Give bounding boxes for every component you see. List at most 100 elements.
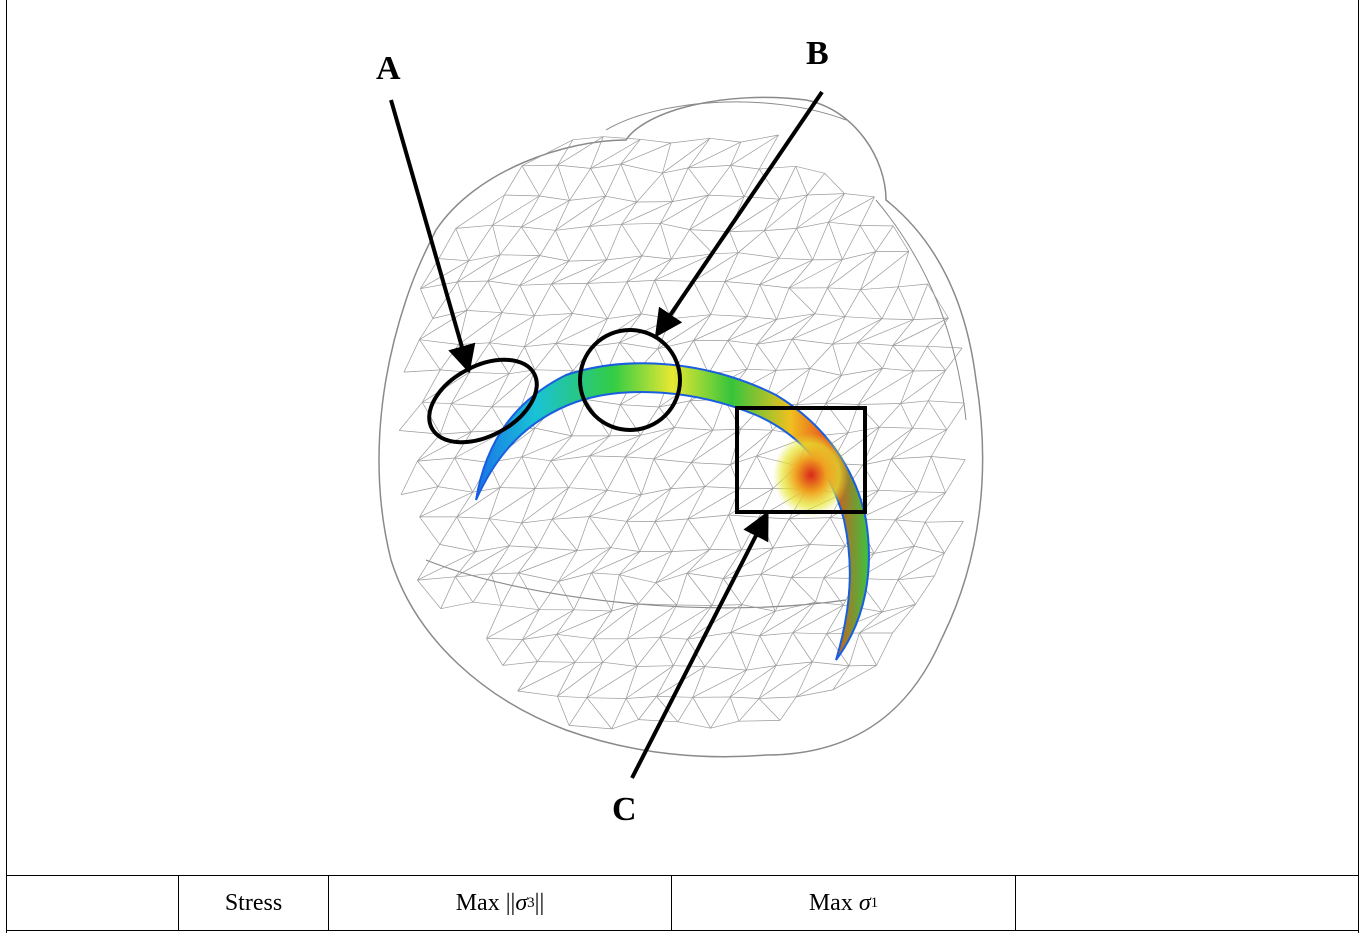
mesh-edge — [900, 370, 946, 404]
mesh-edge — [625, 427, 675, 458]
mesh-edge — [491, 545, 510, 574]
mesh-edge — [672, 167, 689, 202]
mesh-edge — [746, 665, 777, 671]
mesh-edge — [827, 287, 861, 291]
mesh-edge — [568, 226, 590, 262]
mesh-edge — [916, 491, 946, 493]
mesh-edge — [897, 545, 915, 580]
max-sigma1-prefix: Max — [808, 889, 853, 916]
mesh-edge — [654, 488, 672, 522]
mesh-edge — [521, 456, 536, 489]
mesh-edge — [591, 572, 620, 576]
mesh-edge — [828, 196, 875, 223]
mesh-edge — [524, 343, 557, 348]
callout-a-label: A — [376, 50, 401, 87]
mesh-edge — [892, 345, 928, 347]
mesh-stress-figure: A B C — [376, 35, 984, 828]
mesh-edge — [438, 228, 457, 259]
mesh-edge — [796, 689, 833, 698]
mesh-edge — [791, 545, 846, 578]
mesh-edge — [927, 346, 946, 371]
mesh-edge — [807, 193, 845, 196]
mesh-edge — [539, 164, 559, 197]
mesh-edge — [792, 601, 816, 634]
mesh-edge — [535, 487, 569, 489]
mesh-edge — [641, 255, 672, 260]
mesh-edge — [688, 141, 741, 169]
mesh-edge — [417, 460, 439, 487]
mesh-edge — [556, 634, 576, 663]
mesh-edge — [677, 721, 711, 729]
mesh-edge — [534, 343, 557, 371]
mesh-edge — [689, 229, 714, 255]
mesh-edge — [832, 318, 883, 345]
mesh-edge — [555, 343, 574, 371]
mesh-edge — [676, 572, 688, 606]
mesh-edge — [772, 544, 810, 549]
mesh-edge — [775, 601, 816, 612]
mesh-edge — [859, 611, 883, 634]
mesh-edge — [439, 544, 476, 552]
mesh-edge — [760, 547, 774, 575]
mesh-edge — [624, 435, 641, 458]
mesh-edge — [709, 514, 729, 550]
mesh-edge — [873, 519, 896, 554]
mesh-edge — [522, 609, 574, 640]
mesh-edge — [400, 486, 439, 495]
mesh-edge — [626, 488, 672, 522]
mesh-edge — [626, 696, 657, 699]
mesh-edge — [573, 609, 612, 612]
mesh-edge — [662, 138, 711, 174]
mesh-edge — [654, 280, 694, 282]
mesh-edge — [557, 661, 603, 697]
mesh-edge — [417, 551, 476, 581]
mesh-edge — [586, 666, 638, 698]
mesh-edge — [557, 695, 587, 699]
mesh-edge — [654, 521, 673, 552]
mesh-edge — [730, 165, 745, 197]
mesh-edge — [491, 369, 536, 408]
mesh-edge — [455, 545, 510, 578]
mesh-edge — [739, 455, 758, 489]
mesh-edge — [859, 632, 877, 666]
mesh-edge — [624, 456, 642, 495]
mesh-edge — [674, 400, 691, 428]
mesh-edge — [417, 433, 441, 462]
mesh-edge — [625, 698, 639, 720]
mesh-edge — [552, 516, 590, 520]
mesh-edge — [796, 193, 845, 229]
mesh-edge — [708, 194, 745, 198]
mesh-edge — [759, 259, 813, 285]
mesh-edge — [557, 662, 576, 697]
mesh-edge — [859, 225, 877, 252]
mesh-edge — [517, 690, 558, 697]
mesh-edge — [451, 403, 492, 408]
mesh-edge — [913, 317, 949, 320]
mesh-edge — [437, 457, 456, 487]
mesh-edge — [759, 284, 790, 289]
mesh-edge — [914, 545, 945, 554]
mesh-edge — [508, 522, 522, 547]
mesh-edge — [809, 517, 831, 545]
max-sigma1-subscript: 1 — [870, 894, 879, 911]
mesh-edge — [730, 604, 743, 633]
mesh-edge — [455, 194, 505, 229]
mesh-edge — [796, 194, 808, 229]
mesh-edge — [610, 521, 628, 548]
mesh-edge — [687, 514, 729, 520]
mesh-edge — [931, 456, 966, 460]
mesh-edge — [709, 137, 741, 143]
mesh-edge — [638, 696, 657, 720]
mesh-edge — [892, 317, 949, 346]
mesh-edge — [738, 698, 760, 722]
mesh-edge — [572, 283, 588, 314]
mesh-edge — [500, 254, 540, 256]
mesh-edge — [588, 490, 608, 517]
mesh-edge — [638, 719, 678, 723]
mesh-edge — [502, 639, 523, 666]
mesh-edge — [873, 545, 915, 554]
mesh-edge — [521, 200, 570, 228]
mesh-edge — [795, 661, 813, 698]
mesh-edge — [756, 455, 774, 489]
mesh-edge — [710, 281, 726, 315]
